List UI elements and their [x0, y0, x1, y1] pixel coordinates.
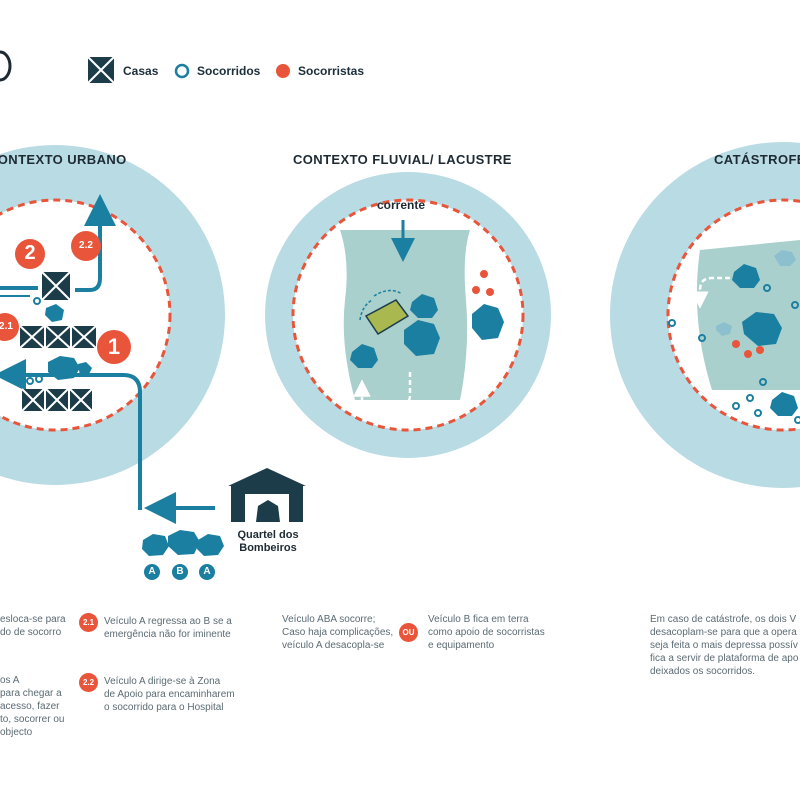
- catastrofe-socorristas: [732, 340, 764, 358]
- note-2-2: Veículo A dirige-se à Zona de Apoio para…: [104, 676, 235, 713]
- legend-casas-label: Casas: [123, 64, 159, 78]
- logo-mark: [0, 50, 12, 82]
- vehicle-label-a2: A: [203, 566, 211, 577]
- legend-socorristas-icon: [276, 64, 290, 78]
- catastrofe-dashed-arrow: [691, 276, 730, 309]
- note-col1-b: os A para chegar a acesso, fazer to, soc…: [0, 675, 65, 738]
- badge-1: 1: [107, 334, 121, 359]
- badge-2-1: 2.1: [0, 321, 13, 332]
- note-2-1: Veículo A regressa ao B se a emergência …: [104, 616, 232, 640]
- station-label-2: Bombeiros: [239, 542, 297, 554]
- aba-vehicle-icon: [142, 530, 224, 556]
- note-catastrofe: Em caso de catástrofe, os dois V desacop…: [650, 614, 799, 677]
- urbano-vehicles: [45, 304, 92, 380]
- current-label: corrente: [377, 198, 426, 212]
- badge-2: 2: [24, 242, 36, 264]
- legend-socorridos-icon: [174, 63, 190, 79]
- fluvial-boat: [359, 289, 410, 336]
- urbano-circle: [0, 145, 225, 485]
- vehicle-label-a1: A: [148, 566, 156, 577]
- heading-fluvial: CONTEXTO FLUVIAL/ LACUSTRE: [293, 152, 512, 167]
- note-badge-2-1: 2.1: [79, 613, 98, 632]
- legend-socorridos-label: Socorridos: [197, 64, 261, 78]
- legend-house-icon: [87, 56, 115, 84]
- legend-socorristas-label: Socorristas: [298, 64, 365, 78]
- fluvial-vehicles: [350, 294, 504, 368]
- route-22: [75, 194, 116, 292]
- heading-urbano: CONTEXTO URBANO: [0, 152, 127, 167]
- catastrofe-water: [696, 240, 800, 390]
- fluvial-socorristas: [472, 270, 494, 296]
- urbano-houses: [19, 271, 97, 412]
- fire-station-icon: [228, 468, 306, 522]
- note-badge-ou: OU: [399, 623, 418, 642]
- urbano-socorridos: [26, 297, 43, 385]
- note-b-terra: Veículo B fica em terra como apoio de so…: [428, 614, 545, 651]
- heading-catastrofe: CATÁSTROFE: [714, 152, 800, 167]
- catastrofe-socorridos: [668, 284, 800, 424]
- note-col1-a: esloca-se para do de socorro: [0, 614, 66, 638]
- catastrofe-vehicles: [716, 250, 798, 416]
- vehicle-label-b: B: [176, 566, 184, 577]
- note-aba: Veículo ABA socorre; Caso haja complicaç…: [282, 614, 394, 651]
- station-label-1: Quartel dos: [237, 529, 299, 541]
- route-main: [0, 359, 142, 510]
- badge-2-2: 2.2: [79, 240, 93, 251]
- note-badge-2-2: 2.2: [79, 673, 98, 692]
